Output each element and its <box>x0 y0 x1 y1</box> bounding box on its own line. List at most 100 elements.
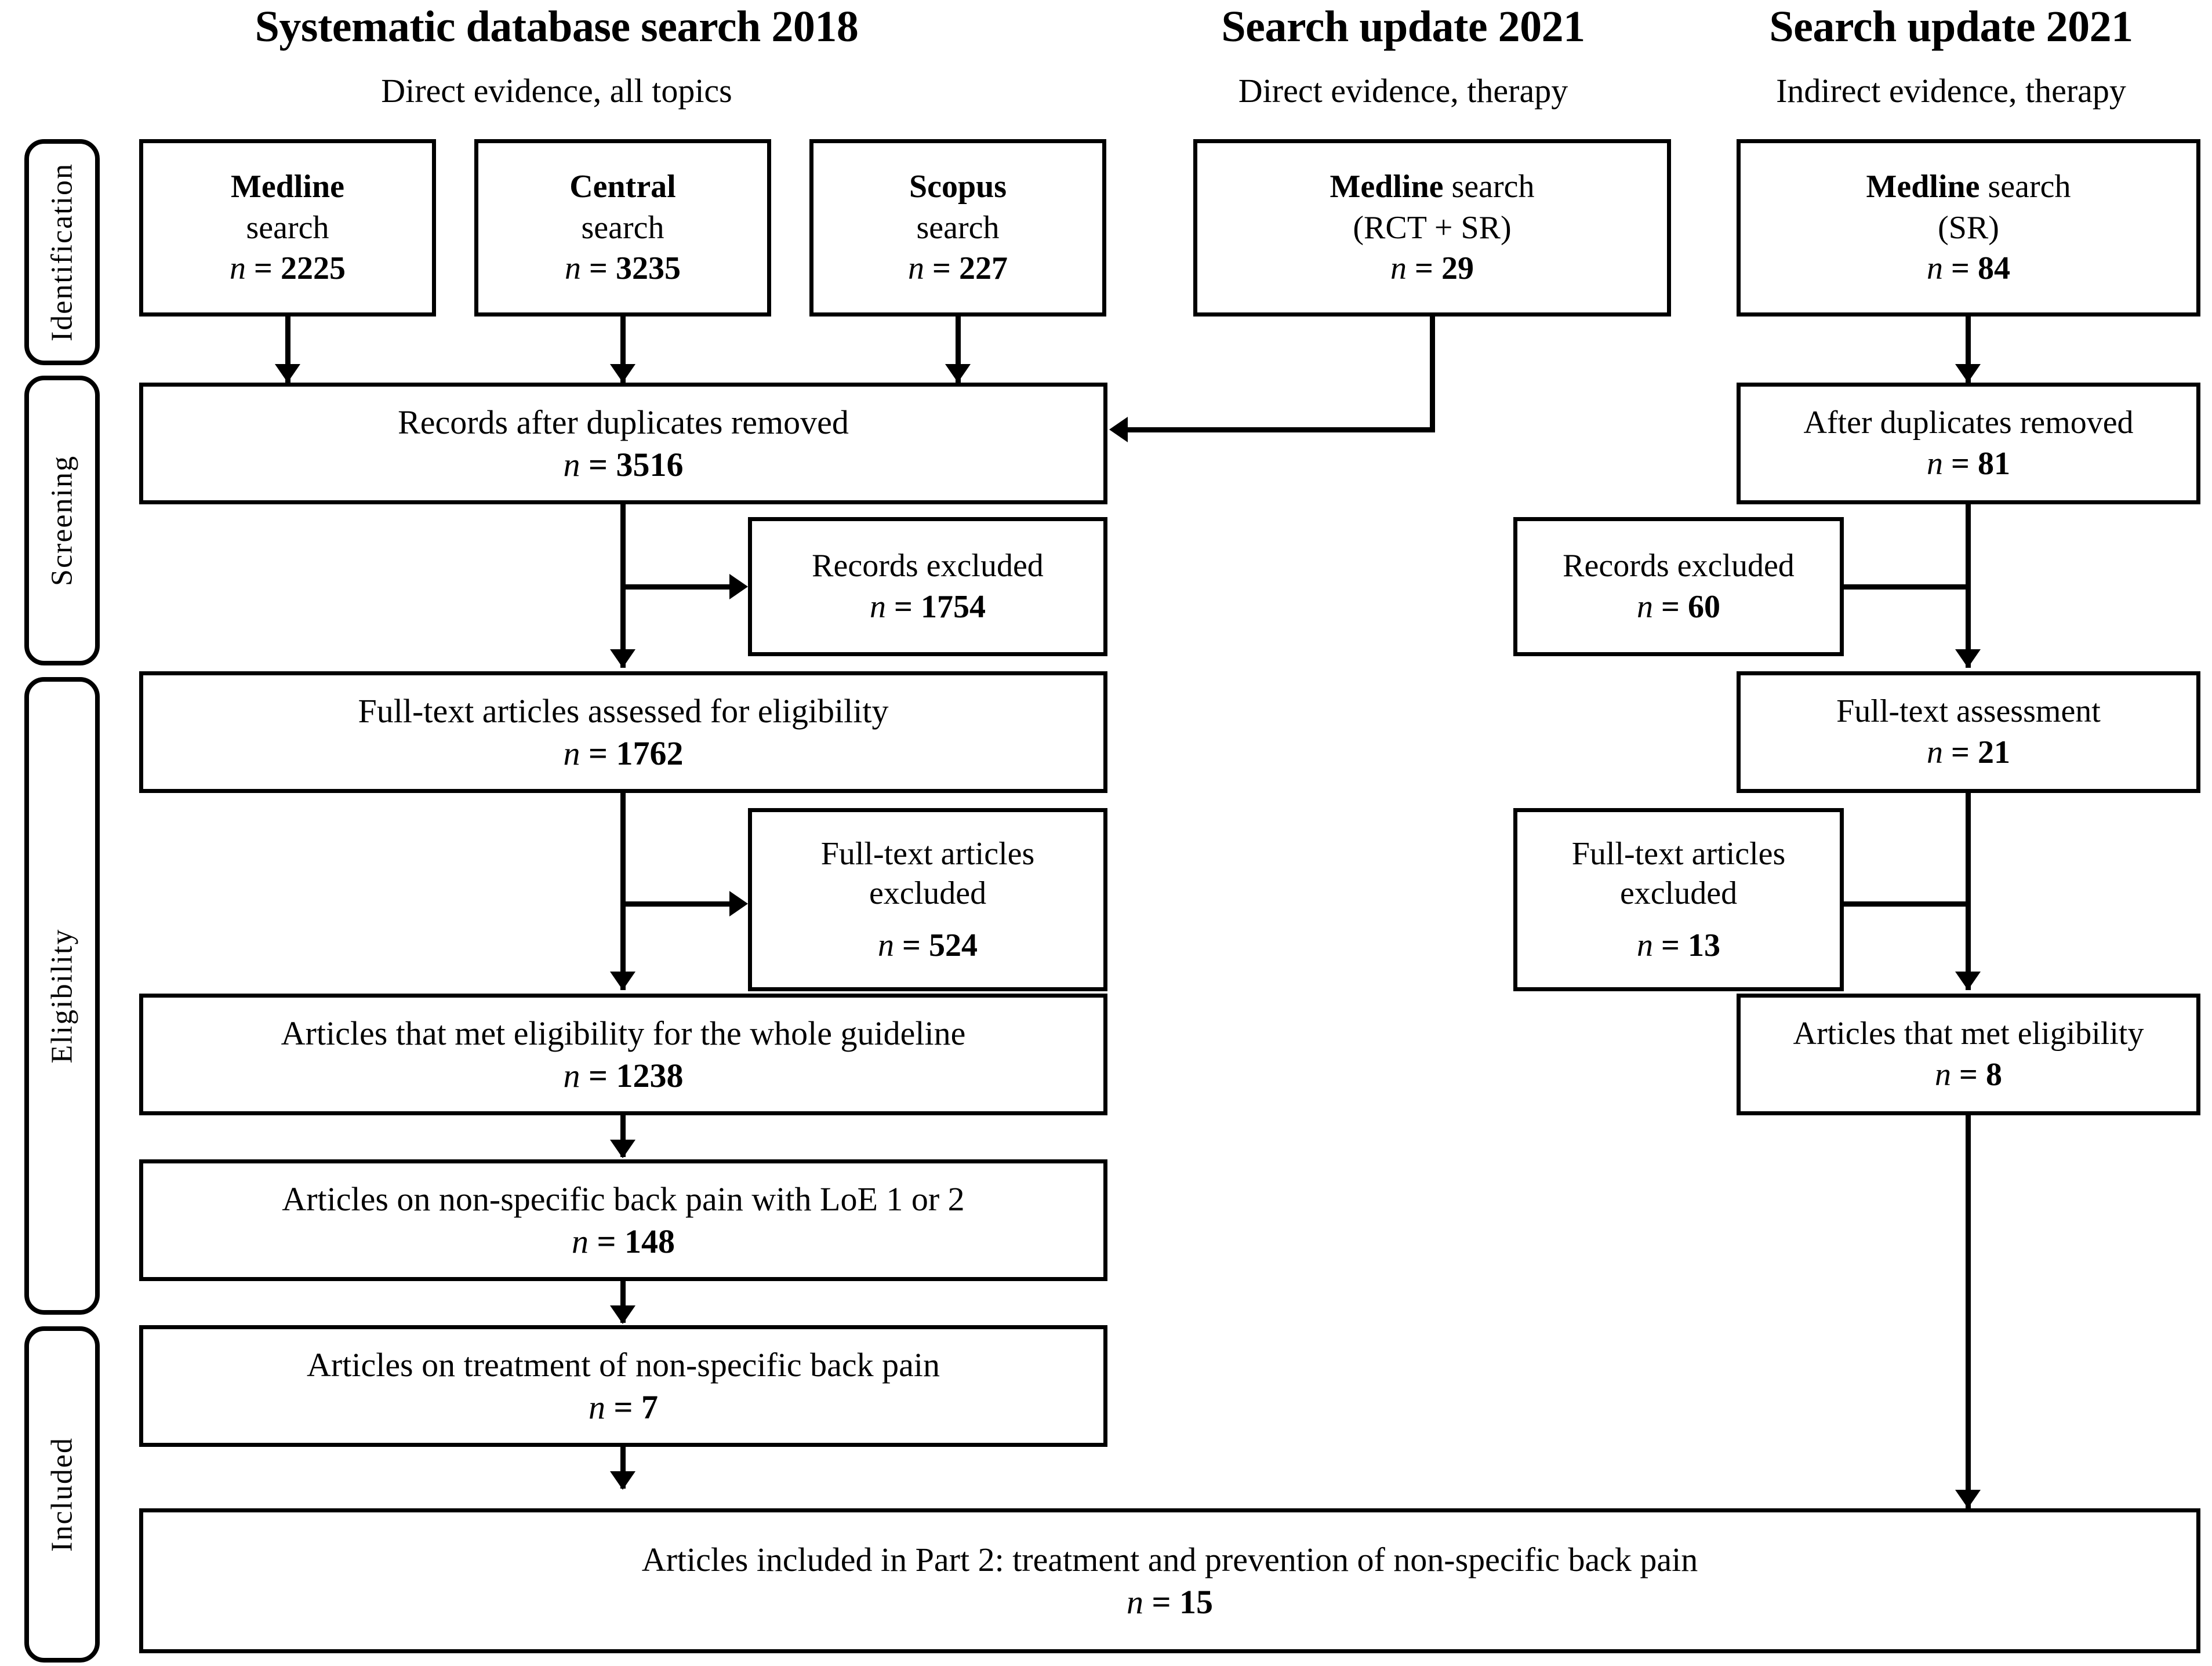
stage-label-screening-text: Screening <box>45 455 79 586</box>
box-medline-2018-count: n = 2225 <box>230 250 346 287</box>
box-medline-2021-direct-line2: (RCT + SR) <box>1353 209 1512 246</box>
connector-eligibility-spine-right <box>1966 793 1971 990</box>
column-title-search-update-2021-direct: Search update 2021 <box>1221 2 1585 51</box>
box-loe-articles-count: n = 148 <box>571 1223 675 1260</box>
box-central-2018-line1: Central <box>569 169 676 205</box>
box-final-included: Articles included in Part 2: treatment a… <box>139 1508 2200 1653</box>
arrowhead-fulltext-excluded-left <box>729 891 748 916</box>
stage-label-identification: Identification <box>24 139 100 365</box>
box-medline-2021-direct-count: n = 29 <box>1390 250 1474 287</box>
arrowhead-scopus-2018-down <box>945 364 971 383</box>
arrowhead-right-to-final-included <box>1955 1490 1981 1508</box>
arrowhead-loe-to-treatment <box>610 1305 635 1324</box>
connector-medline-2021-direct-left <box>1128 427 1435 432</box>
arrowhead-met-eligibility-to-loe <box>610 1140 635 1158</box>
box-loe-articles-line1: Articles on non-specific back pain with … <box>282 1180 965 1218</box>
connector-loe-to-treatment <box>620 1281 626 1323</box>
box-central-2018-count: n = 3235 <box>565 250 681 287</box>
box-medline-search-2018: Medline search n = 2225 <box>139 139 436 317</box>
box-fulltext-excluded-right: Full-text articles excluded n = 13 <box>1513 808 1844 991</box>
box-treatment-articles-line1: Articles on treatment of non-specific ba… <box>307 1345 940 1384</box>
box-records-after-duplicates-removed: Records after duplicates removed n = 351… <box>139 383 1107 504</box>
stage-label-included-text: Included <box>45 1437 79 1552</box>
box-fulltext-excluded-left-line2: excluded <box>869 875 987 911</box>
column-title-systematic-search-2018: Systematic database search 2018 <box>255 2 859 51</box>
box-scopus-2018-line1: Scopus <box>909 169 1007 205</box>
box-central-search-2018: Central search n = 3235 <box>474 139 771 317</box>
connector-met-eligibility-to-loe <box>620 1115 626 1157</box>
connector-fulltext-excluded-right-branch <box>1844 901 1968 907</box>
arrowhead-medline-2018-down <box>275 364 300 383</box>
box-met-eligibility-right-line1: Articles that met eligibility <box>1793 1016 2144 1052</box>
connector-scopus-2018-down <box>956 317 961 386</box>
column-subtitle-direct-evidence-therapy: Direct evidence, therapy <box>1238 72 1568 110</box>
box-met-eligibility-right: Articles that met eligibility n = 8 <box>1737 994 2200 1115</box>
box-scopus-search-2018: Scopus search n = 227 <box>809 139 1106 317</box>
box-records-excluded-right: Records excluded n = 60 <box>1513 517 1844 656</box>
box-final-included-line1: Articles included in Part 2: treatment a… <box>641 1540 1698 1578</box>
connector-records-excluded-right-branch <box>1844 584 1968 590</box>
box-medline-2018-line2: search <box>246 209 329 246</box>
column-title-search-update-2021-indirect: Search update 2021 <box>1769 2 2133 51</box>
connector-fulltext-excluded-left-branch <box>620 901 736 907</box>
connector-medline-2021-direct-down <box>1430 317 1435 432</box>
arrowhead-central-2018-down <box>610 364 635 383</box>
box-fulltext-assessment-right-line1: Full-text assessment <box>1836 693 2101 730</box>
box-records-excluded-left-count: n = 1754 <box>870 589 986 625</box>
column-subtitle-indirect-evidence-therapy: Indirect evidence, therapy <box>1776 72 2126 110</box>
stage-label-screening: Screening <box>24 376 100 665</box>
box-loe-articles: Articles on non-specific back pain with … <box>139 1159 1107 1281</box>
arrowhead-eligibility-spine-right <box>1955 972 1981 990</box>
box-met-eligibility-whole-guideline: Articles that met eligibility for the wh… <box>139 994 1107 1115</box>
box-met-eligibility-left-count: n = 1238 <box>563 1057 684 1094</box>
stage-label-identification-text: Identification <box>45 162 79 342</box>
connector-treatment-to-final <box>620 1447 626 1489</box>
box-fulltext-assessed-left-line1: Full-text articles assessed for eligibil… <box>358 692 889 730</box>
box-fulltext-assessment-right-count: n = 21 <box>1927 734 2010 770</box>
box-fulltext-excluded-right-line2: excluded <box>1619 875 1738 911</box>
connector-records-excluded-left-branch <box>620 584 736 590</box>
box-medline-2018-line1: Medline <box>231 169 344 205</box>
connector-medline-2021-indirect-down <box>1966 317 1971 386</box>
box-fulltext-assessed-left: Full-text articles assessed for eligibil… <box>139 671 1107 793</box>
box-fulltext-assessment-right: Full-text assessment n = 21 <box>1737 671 2200 793</box>
stage-label-eligibility: Eligibility <box>24 677 100 1315</box>
box-after-dup-right-count: n = 81 <box>1927 446 2010 482</box>
arrowhead-medline-2021-direct-left <box>1109 417 1128 442</box>
box-medline-2021-indirect-line1: Medline search <box>1866 169 2071 205</box>
arrowhead-eligibility-spine-left <box>610 972 635 990</box>
box-fulltext-excluded-left: Full-text articles excluded n = 524 <box>748 808 1107 991</box>
box-after-duplicates-removed-right: After duplicates removed n = 81 <box>1737 383 2200 504</box>
box-medline-2021-indirect-count: n = 84 <box>1927 250 2010 287</box>
box-fulltext-assessed-left-count: n = 1762 <box>563 734 684 772</box>
box-records-excluded-left: Records excluded n = 1754 <box>748 517 1107 656</box>
box-scopus-2018-line2: search <box>916 209 1000 246</box>
connector-central-2018-down <box>620 317 626 386</box>
box-met-eligibility-left-line1: Articles that met eligibility for the wh… <box>281 1014 966 1052</box>
box-fulltext-excluded-left-line1: Full-text articles <box>820 835 1035 872</box>
box-fulltext-excluded-left-count: n = 524 <box>878 927 978 964</box>
box-records-after-dup-line1: Records after duplicates removed <box>398 403 849 441</box>
box-records-excluded-right-count: n = 60 <box>1637 589 1720 625</box>
box-medline-2021-indirect-line2: (SR) <box>1938 209 1999 246</box>
column-subtitle-direct-evidence-all-topics: Direct evidence, all topics <box>381 72 732 110</box>
connector-right-to-final-included <box>1966 1115 1971 1509</box>
box-met-eligibility-right-count: n = 8 <box>1935 1057 2002 1093</box>
stage-label-eligibility-text: Eligibility <box>45 928 79 1064</box>
box-records-excluded-left-line1: Records excluded <box>812 548 1044 584</box>
box-treatment-articles-count: n = 7 <box>588 1388 659 1426</box>
arrowhead-treatment-to-final <box>610 1471 635 1490</box>
arrowhead-medline-2021-indirect-down <box>1955 364 1981 383</box>
arrowhead-records-excluded-left <box>729 574 748 599</box>
box-records-excluded-right-line1: Records excluded <box>1563 548 1795 584</box>
arrowhead-screening-spine-right <box>1955 649 1981 668</box>
box-treatment-articles: Articles on treatment of non-specific ba… <box>139 1325 1107 1447</box>
box-central-2018-line2: search <box>581 209 664 246</box>
box-medline-2021-direct-line1: Medline search <box>1330 169 1535 205</box>
box-medline-search-2021-indirect: Medline search (SR) n = 84 <box>1737 139 2200 317</box>
box-final-included-count: n = 15 <box>1126 1583 1214 1621</box>
box-after-dup-right-line1: After duplicates removed <box>1803 405 2134 441</box>
box-medline-search-2021-direct: Medline search (RCT + SR) n = 29 <box>1193 139 1671 317</box>
stage-label-included: Included <box>24 1326 100 1663</box>
